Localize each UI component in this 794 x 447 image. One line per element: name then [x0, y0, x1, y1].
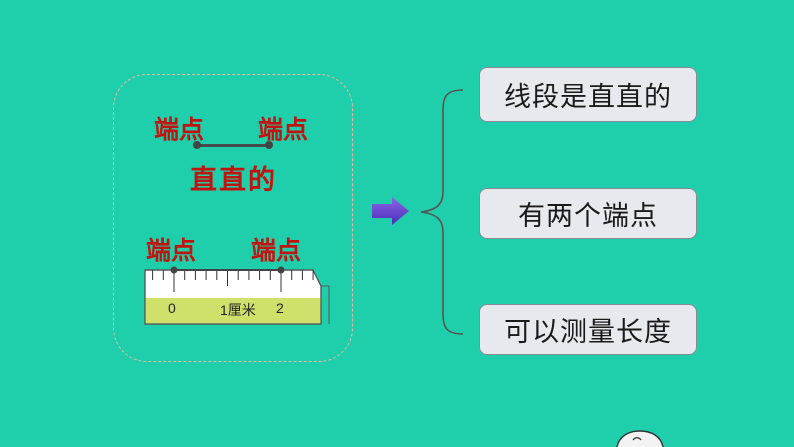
segment-endpoint-left-label: 端点 [154, 115, 205, 144]
ruler-endpoint-left-label: 端点 [146, 236, 197, 265]
ruler-tick-label-1: 1厘米 [220, 302, 256, 318]
left-panel [113, 74, 353, 362]
mascot-icon [616, 430, 664, 447]
ruler [144, 266, 330, 325]
line-segment [196, 144, 269, 147]
segment-left-dot [193, 141, 201, 149]
curly-brace [420, 89, 464, 335]
right-arrow-icon [372, 197, 409, 225]
statement-box-measurable: 可以测量长度 [479, 304, 697, 355]
segment-endpoint-right-label: 端点 [258, 115, 309, 144]
ruler-tick-label-0: 0 [168, 300, 176, 316]
statement-box-straight: 线段是直直的 [479, 67, 697, 122]
statement-box-two-endpoints: 有两个端点 [479, 188, 697, 239]
straight-label: 直直的 [190, 165, 277, 196]
segment-right-dot [265, 141, 273, 149]
ruler-endpoint-right-label: 端点 [251, 236, 302, 265]
ruler-tick-label-2: 2 [276, 300, 284, 316]
